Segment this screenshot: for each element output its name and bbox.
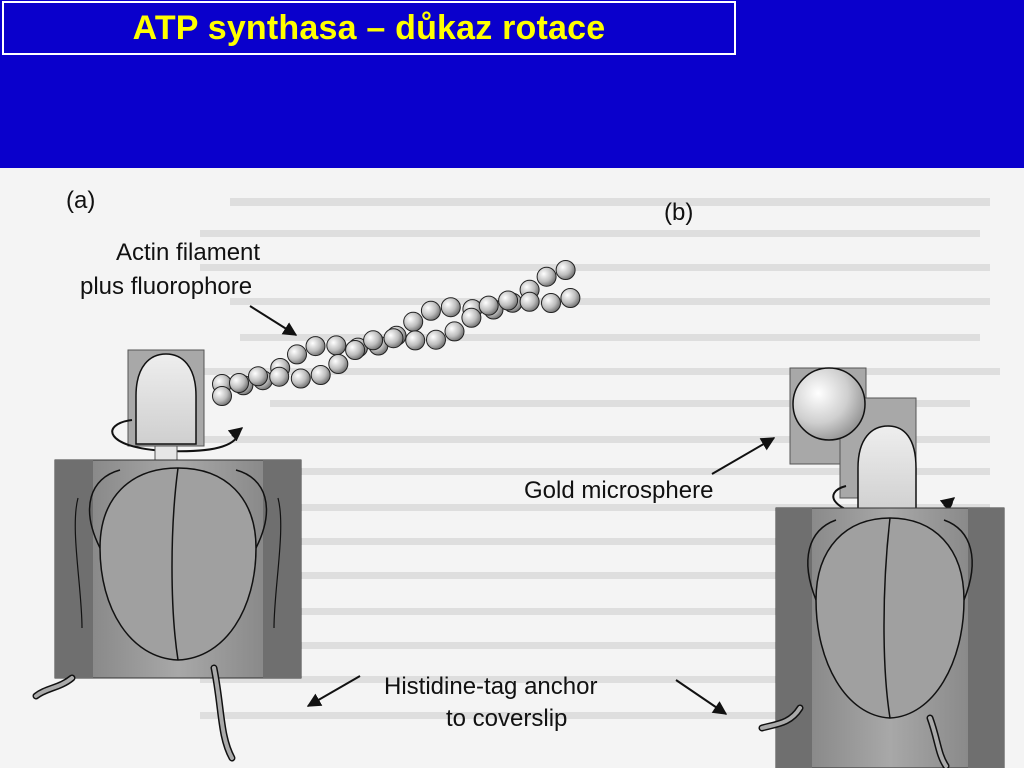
anchor-arrow-right bbox=[675, 679, 728, 715]
actin-bead bbox=[310, 365, 331, 385]
atp-synthase-b bbox=[758, 367, 1005, 770]
actin-filament bbox=[212, 260, 581, 406]
actin-arrow bbox=[249, 305, 298, 336]
actin-bead bbox=[420, 300, 441, 321]
actin-bead bbox=[383, 328, 404, 349]
actin-bead bbox=[290, 368, 311, 389]
slide-title: ATP synthasa – důkaz rotace bbox=[132, 8, 606, 47]
gold-label: Gold microsphere bbox=[524, 477, 713, 504]
actin-bead bbox=[555, 260, 576, 280]
anchor-label-line1: Histidine-tag anchor bbox=[384, 673, 597, 700]
title-box: ATP synthasa – důkaz rotace bbox=[2, 1, 736, 55]
figure-canvas: (a) (b) Actin filament plus fluorophore bbox=[0, 168, 1024, 770]
anchor-arrow-left bbox=[306, 675, 361, 707]
actin-bead bbox=[541, 293, 561, 313]
actin-label-line2: plus fluorophore bbox=[80, 273, 252, 300]
actin-bead bbox=[269, 366, 290, 387]
actin-bead bbox=[498, 290, 519, 311]
panel-a-label: (a) bbox=[66, 187, 95, 214]
atp-synthase-figure: (a) (b) Actin filament plus fluorophore bbox=[0, 168, 1024, 770]
actin-bead bbox=[345, 340, 366, 360]
actin-bead bbox=[440, 297, 461, 318]
actin-bead bbox=[403, 311, 424, 332]
atp-synthase-a bbox=[32, 349, 302, 762]
actin-bead bbox=[426, 329, 446, 350]
actin-bead bbox=[229, 373, 249, 393]
actin-bead bbox=[363, 330, 384, 351]
slide-header: ATP synthasa – důkaz rotace bbox=[0, 0, 1024, 168]
actin-bead bbox=[444, 321, 465, 342]
actin-bead bbox=[461, 307, 482, 328]
faded-background-text bbox=[200, 198, 1000, 719]
actin-bead bbox=[405, 330, 426, 351]
actin-bead bbox=[212, 386, 232, 406]
actin-bead bbox=[536, 266, 557, 287]
actin-bead bbox=[287, 344, 307, 365]
anchor-label-line2: to coverslip bbox=[446, 705, 567, 732]
actin-bead bbox=[328, 354, 349, 374]
actin-bead bbox=[560, 288, 581, 308]
actin-bead bbox=[248, 366, 268, 387]
panel-b-label: (b) bbox=[664, 199, 693, 226]
gold-arrow bbox=[711, 437, 776, 475]
actin-bead bbox=[519, 291, 540, 312]
actin-bead bbox=[326, 335, 347, 356]
actin-bead bbox=[478, 295, 499, 316]
actin-label-line1: Actin filament bbox=[116, 239, 260, 266]
actin-bead bbox=[305, 336, 326, 357]
